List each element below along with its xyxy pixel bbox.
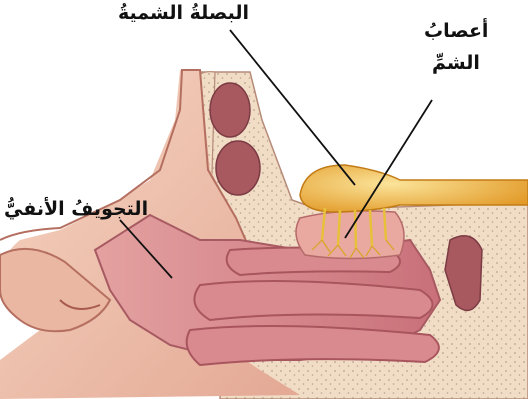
label-olfactory-bulb: البصلةُ الشميةُ — [118, 2, 249, 24]
olfactory-epithelium — [296, 211, 404, 259]
inferior-turbinate — [187, 326, 439, 365]
label-olfactory-nerves-line1: أعصابُ — [424, 20, 488, 42]
frontal-sinus-upper — [210, 83, 250, 137]
frontal-sinus-lower — [216, 141, 260, 195]
middle-turbinate — [194, 281, 432, 320]
label-nasal-cavity: التجويفُ الأنفيُّ — [4, 198, 148, 220]
label-olfactory-nerves-line2: الشمِّ — [432, 52, 480, 74]
olfactory-bulb — [300, 165, 528, 212]
